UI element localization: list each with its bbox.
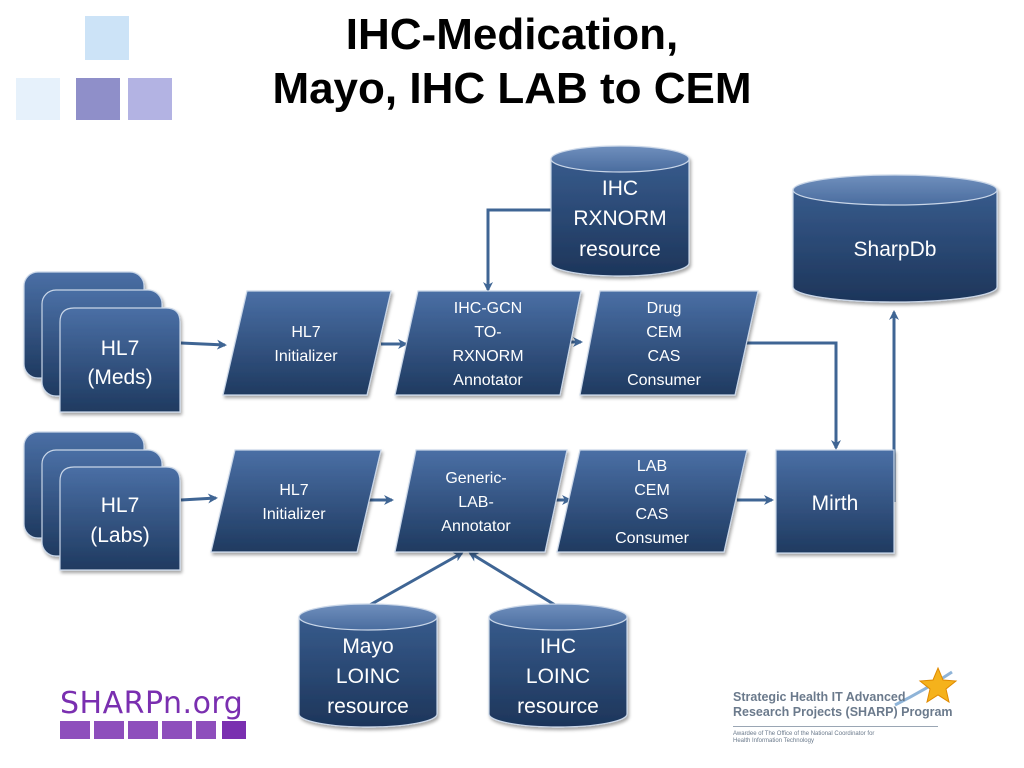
arrow-mayo-loinc-to-generic xyxy=(367,551,464,608)
star-icon xyxy=(894,666,958,707)
hl7-labs-line1: HL7 xyxy=(101,494,140,517)
cylinder-top xyxy=(488,603,628,631)
generic-lab-annotator: Generic- LAB- Annotator xyxy=(394,449,568,553)
sharpn-logo: SHARPn.org xyxy=(60,686,244,721)
sharpn-building-strip xyxy=(60,721,246,739)
deco-square xyxy=(76,78,120,120)
process-shape xyxy=(394,290,582,396)
document-front xyxy=(59,307,181,413)
hl7-meds-line2: (Meds) xyxy=(87,366,152,389)
sharp-program-line1: Strategic Health IT Advanced xyxy=(733,690,906,704)
building-block xyxy=(94,721,124,739)
building-block xyxy=(222,721,246,739)
mirth-box: Mirth xyxy=(775,449,895,554)
sharp-program-divider xyxy=(733,726,938,727)
deco-square xyxy=(85,16,129,60)
process-shape xyxy=(222,290,392,396)
ihc-loinc-line3: resource xyxy=(517,695,599,718)
lab-consumer-line1: LAB xyxy=(637,458,667,475)
lab-consumer-line4: Consumer xyxy=(615,530,689,547)
hl7-meds-stack: HL7 (Meds) xyxy=(23,271,181,413)
mirth-label: Mirth xyxy=(812,492,859,515)
generic-lab-line2: LAB- xyxy=(458,494,494,511)
building-block xyxy=(60,721,90,739)
drug-consumer-line1: Drug xyxy=(647,300,682,317)
hl7-meds-line1: HL7 xyxy=(101,337,140,360)
star-shape xyxy=(918,666,958,704)
ihc-gcn-line2: TO- xyxy=(474,324,501,341)
hl7-initializer-meds-line1: HL7 xyxy=(291,324,320,341)
ihc-rxnorm-line2: RXNORM xyxy=(573,207,666,230)
hl7-labs-stack: HL7 (Labs) xyxy=(23,431,181,571)
generic-lab-line3: Annotator xyxy=(441,518,511,535)
ihc-gcn-line3: RXNORM xyxy=(452,348,523,365)
document-front xyxy=(59,466,181,571)
process-shape xyxy=(775,449,895,554)
cylinder-body xyxy=(298,616,438,728)
hl7-labs-line2: (Labs) xyxy=(90,524,150,547)
ihc-rxnorm-cylinder: IHC RXNORM resource xyxy=(550,145,690,277)
building-block xyxy=(196,721,216,739)
hl7-initializer-meds-line2: Initializer xyxy=(274,348,338,365)
drug-consumer-line2: CEM xyxy=(646,324,682,341)
ihc-gcn-line4: Annotator xyxy=(453,372,523,389)
sharp-program-subtext2: Health Information Technology xyxy=(733,738,814,744)
deco-square xyxy=(128,78,172,120)
process-shape xyxy=(579,290,759,396)
cylinder-top xyxy=(792,174,998,206)
sharp-program-line2: Research Projects (SHARP) Program xyxy=(733,705,953,719)
lab-consumer-line2: CEM xyxy=(634,482,670,499)
hl7-initializer-labs: HL7 Initializer xyxy=(210,449,382,553)
drug-consumer-line3: CAS xyxy=(648,348,681,365)
generic-lab-line1: Generic- xyxy=(445,470,506,487)
sharp-program-logo: Strategic Health IT Advanced Research Pr… xyxy=(733,690,963,745)
sharpdb-cylinder: SharpDb xyxy=(792,174,998,303)
drug-consumer-line4: Consumer xyxy=(627,372,701,389)
title-line-1: IHC-Medication, xyxy=(345,10,679,59)
process-shape xyxy=(556,449,748,553)
sharpdb-label: SharpDb xyxy=(854,238,937,261)
arrow-hl7meds-to-initializer xyxy=(180,339,227,350)
cylinder-body xyxy=(550,158,690,277)
hl7-initializer-labs-line2: Initializer xyxy=(262,506,326,523)
hl7-initializer-labs-line1: HL7 xyxy=(279,482,308,499)
arrow-hl7labs-to-initializer xyxy=(180,493,218,504)
ihc-gcn-line1: IHC-GCN xyxy=(454,300,522,317)
lab-consumer-line3: CAS xyxy=(636,506,669,523)
arrow-rxnorm-to-gcn xyxy=(483,208,552,292)
mayo-loinc-line3: resource xyxy=(327,695,409,718)
cylinder-body xyxy=(488,616,628,728)
mayo-loinc-line1: Mayo xyxy=(342,635,393,658)
mayo-loinc-cylinder: Mayo LOINC resource xyxy=(298,603,438,728)
deco-square xyxy=(16,78,60,120)
sharp-program-subtext1: Awardee of The Office of the National Co… xyxy=(733,731,875,737)
ihc-loinc-line1: IHC xyxy=(540,635,576,658)
process-shape xyxy=(394,449,568,553)
hl7-initializer-meds: HL7 Initializer xyxy=(222,290,392,396)
process-shape xyxy=(210,449,382,553)
drug-cem-consumer: Drug CEM CAS Consumer xyxy=(579,290,759,396)
star-swoosh xyxy=(894,670,953,707)
cylinder-body xyxy=(792,189,998,303)
arrow-ihc-loinc-to-generic xyxy=(468,551,561,610)
building-block xyxy=(162,721,192,739)
ihc-rxnorm-line3: resource xyxy=(579,238,661,261)
mayo-loinc-line2: LOINC xyxy=(336,665,400,688)
ihc-loinc-cylinder: IHC LOINC resource xyxy=(488,603,628,728)
ihc-gcn-annotator: IHC-GCN TO- RXNORM Annotator xyxy=(394,290,582,396)
ihc-loinc-line2: LOINC xyxy=(526,665,590,688)
lab-cem-consumer: LAB CEM CAS Consumer xyxy=(556,449,748,553)
cylinder-top xyxy=(550,145,690,173)
ihc-rxnorm-line1: IHC xyxy=(602,177,638,200)
arrow-drug-consumer-to-mirth xyxy=(744,341,841,450)
building-block xyxy=(128,721,158,739)
title-line-2: Mayo, IHC LAB to CEM xyxy=(272,64,752,113)
page-title: IHC-Medication, Mayo, IHC LAB to CEM xyxy=(200,8,824,116)
cylinder-top xyxy=(298,603,438,631)
